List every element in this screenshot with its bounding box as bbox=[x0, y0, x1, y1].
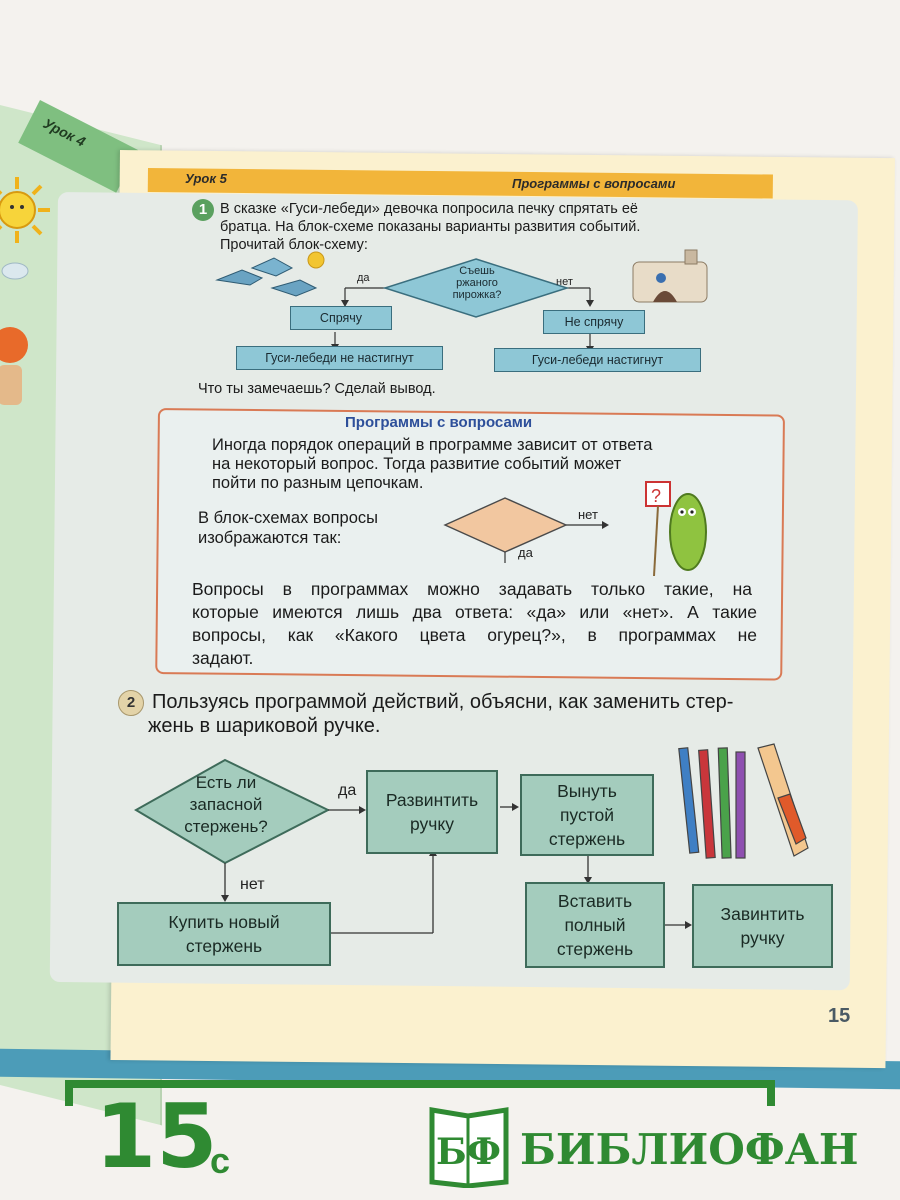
cloud-illustration bbox=[1, 262, 29, 280]
task1-yes-result: Гуси-лебеди не настигнут bbox=[236, 346, 443, 370]
box-line: Купить новый bbox=[168, 912, 280, 932]
task1-no-label: нет bbox=[556, 276, 573, 288]
box-line: Вставить bbox=[557, 891, 633, 911]
info-line: В блок-схемах вопросы bbox=[198, 509, 379, 527]
task2-line-1: Пользуясь программой действий, объясни, … bbox=[152, 691, 734, 713]
task2-yes-label: да bbox=[338, 782, 357, 799]
cucumber-illustration: ? bbox=[645, 481, 707, 577]
info-paragraph-3: Вопросы в программах можно задавать толь… bbox=[192, 578, 757, 670]
task2-question-line: запасной bbox=[189, 795, 263, 814]
box-line: полный bbox=[564, 915, 626, 935]
info-line: изображаются так: bbox=[198, 529, 342, 547]
box-line: ручку bbox=[409, 814, 454, 834]
diamond-yes-label: да bbox=[518, 545, 533, 560]
box-line: стержень bbox=[556, 939, 634, 959]
task1-question-line: Что ты замечаешь? Сделай вывод. bbox=[198, 381, 436, 397]
character-illustration bbox=[0, 327, 28, 405]
geese-illustration bbox=[215, 251, 325, 297]
task2-question: Есть ли запасной стержень? bbox=[168, 772, 284, 838]
pen-refills-illustration bbox=[678, 743, 809, 859]
task2-line-2: жень в шариковой ручке. bbox=[148, 715, 381, 737]
question-diamond-example bbox=[443, 497, 609, 563]
task1-question: Съешь ржаного пирожка? bbox=[432, 265, 522, 301]
info-line: Вопросы в программах можно задавать толь… bbox=[192, 579, 752, 599]
task1-no-result: Гуси-лебеди настигнут bbox=[494, 348, 701, 372]
stove-illustration bbox=[632, 249, 708, 303]
info-line: вопросы, как «Какого цвета огурец?», в п… bbox=[192, 625, 757, 645]
watermark-price: 15 bbox=[95, 1085, 218, 1188]
task1-no-box: Не спрячу bbox=[543, 310, 645, 334]
info-paragraph-2: В блок-схемах вопросы изображаются так: bbox=[198, 508, 378, 548]
box-line: Завинтить bbox=[720, 904, 805, 924]
task2-question-line: Есть ли bbox=[195, 773, 257, 792]
bibliofan-logo-icon: БФ bbox=[429, 1107, 509, 1188]
box-line: стержень bbox=[548, 829, 626, 849]
svg-text:?: ? bbox=[651, 486, 661, 506]
info-line: задают. bbox=[192, 648, 254, 668]
sun-illustration bbox=[0, 177, 50, 243]
task1-line-3: Прочитай блок-схему: bbox=[220, 237, 368, 253]
box-line: Вынуть bbox=[557, 781, 617, 801]
box-line: ручку bbox=[740, 928, 785, 948]
buy-new-refill-box: Купить новый стержень bbox=[117, 902, 331, 966]
task2-no-label: нет bbox=[240, 876, 265, 893]
screw-pen-box: Завинтить ручку bbox=[692, 884, 833, 968]
box-line: стержень bbox=[185, 936, 263, 956]
topic-label: Программы с вопросами bbox=[512, 176, 676, 191]
svg-text:БФ: БФ bbox=[436, 1131, 501, 1173]
watermark-frame bbox=[65, 1080, 775, 1106]
info-line: пойти по разным цепочкам. bbox=[212, 474, 424, 492]
task2-question-line: стержень? bbox=[184, 817, 268, 836]
unscrew-pen-box: Развинтить ручку bbox=[366, 770, 498, 854]
task1-yes-label: да bbox=[357, 272, 370, 284]
remove-empty-refill-box: Вынуть пустой стержень bbox=[520, 774, 654, 856]
task1-line-2: братца. На блок-схеме показаны варианты … bbox=[220, 219, 641, 235]
info-line: которые имеются лишь два ответа: «да» ил… bbox=[192, 602, 757, 622]
task1-yes-box: Спрячу bbox=[290, 306, 392, 330]
task-number-2: 2 bbox=[118, 690, 144, 716]
task1-question-line: ржаного bbox=[456, 277, 498, 289]
watermark-brand: БИБЛИОФАН bbox=[520, 1125, 859, 1174]
insert-full-refill-box: Вставить полный стержень bbox=[525, 882, 665, 968]
box-line: пустой bbox=[559, 805, 615, 825]
lesson-label: Урок 5 bbox=[185, 171, 227, 186]
info-paragraph-1: Иногда порядок операций в программе зави… bbox=[212, 436, 727, 493]
page-number: 15 bbox=[828, 1005, 851, 1027]
task1-question-line: Съешь bbox=[459, 265, 495, 277]
task1-line-1: В сказке «Гуси-лебеди» девочка попросила… bbox=[220, 201, 639, 217]
task1-flowchart-lines bbox=[331, 258, 594, 353]
diamond-no-label: нет bbox=[578, 507, 598, 522]
task1-question-line: пирожка? bbox=[452, 289, 502, 301]
task2-flowchart-lines bbox=[134, 758, 692, 934]
box-line: Развинтить bbox=[385, 790, 479, 810]
info-title: Программы с вопросами bbox=[345, 414, 533, 431]
task-number-1: 1 bbox=[192, 199, 214, 221]
watermark-price-suffix: с bbox=[210, 1140, 231, 1181]
info-line: на некоторый вопрос. Тогда развитие собы… bbox=[212, 455, 622, 473]
info-line: Иногда порядок операций в программе зави… bbox=[212, 436, 653, 454]
